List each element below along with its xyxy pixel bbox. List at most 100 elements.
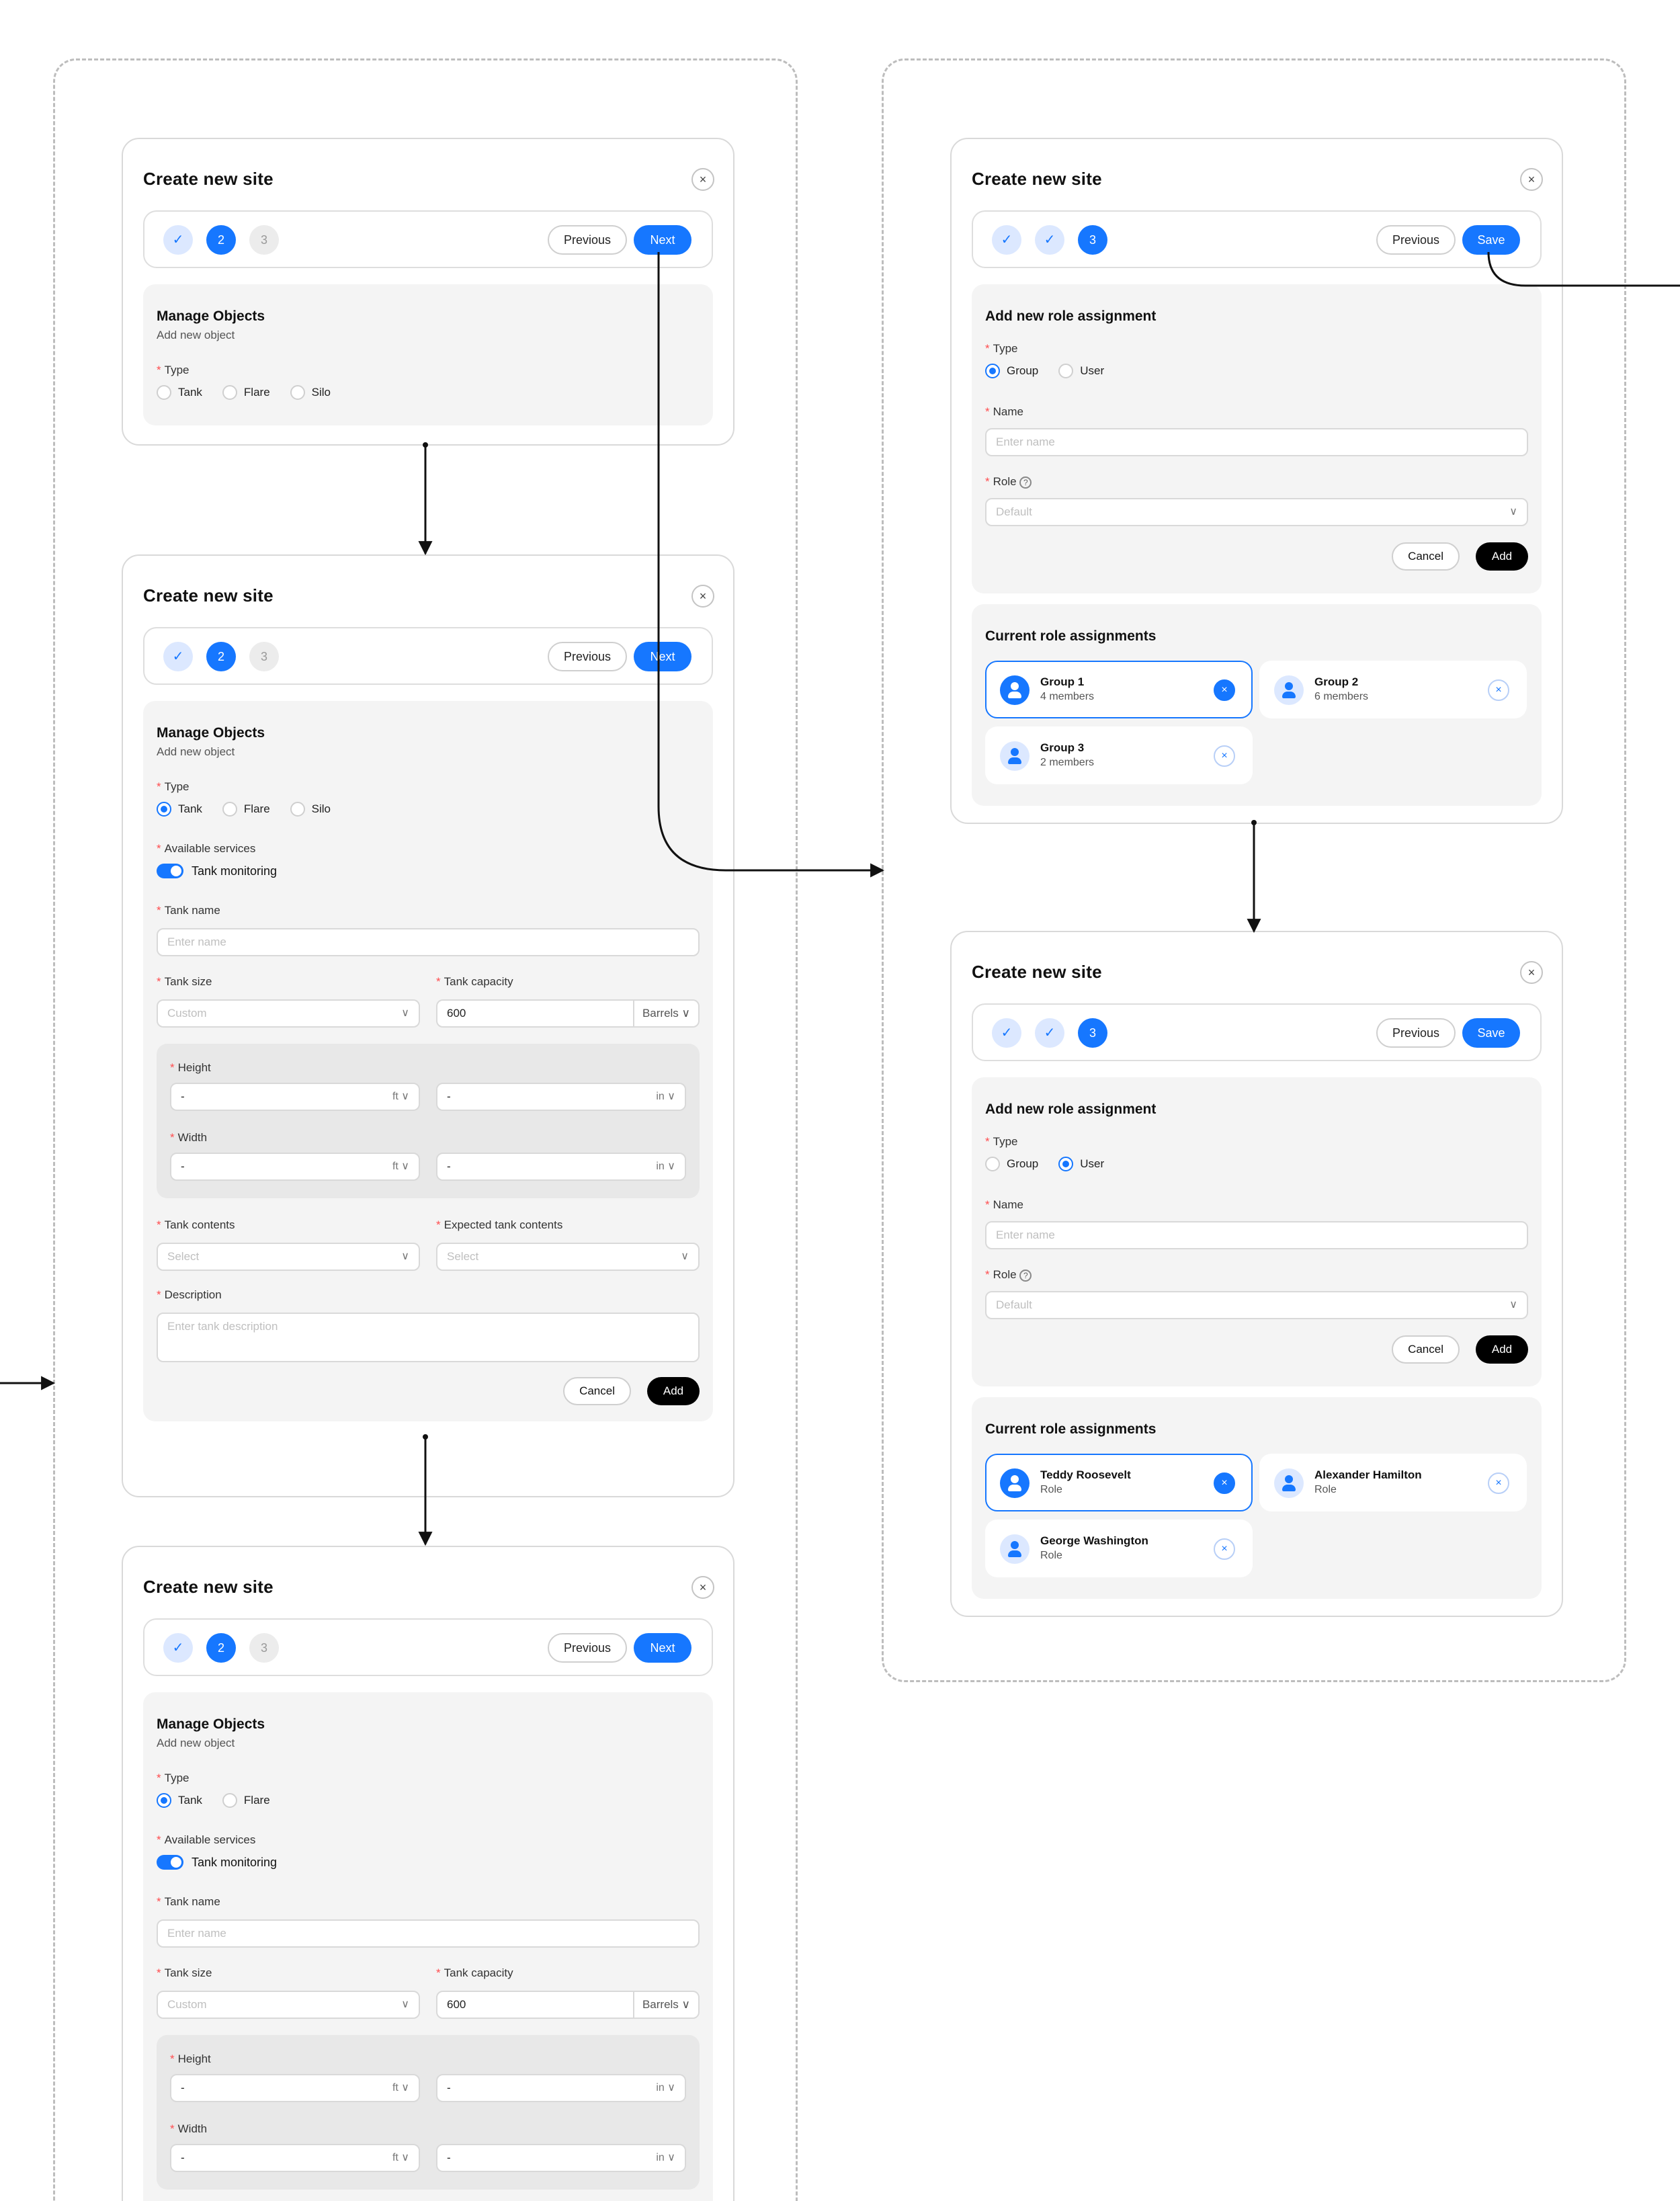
previous-button[interactable]: Previous bbox=[1376, 1018, 1456, 1048]
save-button[interactable]: Save bbox=[1462, 225, 1520, 255]
step-2-current[interactable]: 2 bbox=[206, 642, 236, 671]
tank-capacity-label: *Tank capacity bbox=[436, 975, 513, 988]
capacity-unit-select[interactable]: Barrels ∨ bbox=[632, 1992, 698, 2018]
step-3-current[interactable]: 3 bbox=[1078, 1018, 1107, 1048]
add-button[interactable]: Add bbox=[647, 1377, 700, 1405]
service-toggle-row: Tank monitoring bbox=[157, 1855, 277, 1870]
unit-in-select[interactable]: in ∨ bbox=[656, 1091, 675, 1102]
unit-ft-select[interactable]: ft ∨ bbox=[392, 2152, 409, 2163]
previous-button[interactable]: Previous bbox=[1376, 225, 1456, 255]
unit-in-select[interactable]: in ∨ bbox=[656, 1161, 675, 1172]
unit-ft-select[interactable]: ft ∨ bbox=[392, 1091, 409, 1102]
unit-in-select[interactable]: in ∨ bbox=[656, 2152, 675, 2163]
height-in-input[interactable]: -in ∨ bbox=[436, 1083, 686, 1111]
close-icon[interactable]: × bbox=[691, 1576, 714, 1599]
add-button[interactable]: Add bbox=[1476, 542, 1528, 571]
close-icon[interactable]: × bbox=[691, 168, 714, 191]
step-3-todo[interactable]: 3 bbox=[249, 225, 279, 255]
cancel-button[interactable]: Cancel bbox=[563, 1377, 631, 1405]
width-in-input[interactable]: -in ∨ bbox=[436, 2144, 686, 2172]
radio-flare[interactable]: Flare bbox=[222, 802, 270, 817]
width-ft-input[interactable]: -ft ∨ bbox=[170, 1153, 420, 1181]
cancel-button[interactable]: Cancel bbox=[1392, 1335, 1460, 1364]
height-in-input[interactable]: -in ∨ bbox=[436, 2074, 686, 2102]
previous-button[interactable]: Previous bbox=[547, 225, 627, 255]
radio-silo[interactable]: Silo bbox=[290, 802, 331, 817]
name-input[interactable]: Enter name bbox=[985, 428, 1528, 456]
remove-icon[interactable]: × bbox=[1214, 745, 1235, 767]
tank-size-select[interactable]: Custom∨ bbox=[157, 999, 420, 1028]
radio-flare[interactable]: Flare bbox=[222, 385, 270, 400]
height-ft-input[interactable]: -ft ∨ bbox=[170, 1083, 420, 1111]
step-3-todo[interactable]: 3 bbox=[249, 642, 279, 671]
assignment-card[interactable]: George Washington Role × bbox=[985, 1520, 1253, 1577]
radio-user[interactable]: User bbox=[1058, 364, 1104, 378]
radio-silo[interactable]: Silo bbox=[290, 385, 331, 400]
step-1-done-check-icon[interactable]: ✓ bbox=[163, 642, 193, 671]
radio-tank[interactable]: Tank bbox=[157, 802, 202, 817]
height-ft-input[interactable]: -ft ∨ bbox=[170, 2074, 420, 2102]
tank-monitoring-toggle[interactable] bbox=[157, 864, 183, 878]
card-name: Teddy Roosevelt bbox=[1040, 1468, 1131, 1481]
step-1-done-check-icon[interactable]: ✓ bbox=[992, 225, 1021, 255]
expected-contents-select[interactable]: Select∨ bbox=[436, 1243, 700, 1271]
radio-user[interactable]: User bbox=[1058, 1157, 1104, 1171]
radio-tank[interactable]: Tank bbox=[157, 1793, 202, 1808]
save-button[interactable]: Save bbox=[1462, 1018, 1520, 1048]
tank-contents-select[interactable]: Select∨ bbox=[157, 1243, 420, 1271]
close-icon[interactable]: × bbox=[691, 585, 714, 608]
cancel-button[interactable]: Cancel bbox=[1392, 542, 1460, 571]
step-2-done-check-icon[interactable]: ✓ bbox=[1035, 225, 1064, 255]
radio-circle-icon bbox=[290, 385, 305, 400]
capacity-unit-select[interactable]: Barrels ∨ bbox=[632, 1001, 698, 1026]
previous-button[interactable]: Previous bbox=[547, 1633, 627, 1663]
radio-group[interactable]: Group bbox=[985, 364, 1038, 378]
close-icon[interactable]: × bbox=[1520, 961, 1543, 984]
step-1-done-check-icon[interactable]: ✓ bbox=[163, 1633, 193, 1663]
radio-group[interactable]: Group bbox=[985, 1157, 1038, 1171]
tank-size-select[interactable]: Custom∨ bbox=[157, 1991, 420, 2019]
role-select[interactable]: Default∨ bbox=[985, 1291, 1528, 1319]
remove-icon[interactable]: × bbox=[1488, 1472, 1509, 1494]
assignment-card[interactable]: Group 1 4 members × bbox=[985, 661, 1253, 718]
step-2-done-check-icon[interactable]: ✓ bbox=[1035, 1018, 1064, 1048]
next-button[interactable]: Next bbox=[634, 1633, 691, 1663]
step-2-current[interactable]: 2 bbox=[206, 1633, 236, 1663]
type-label: *Type bbox=[157, 364, 190, 376]
step-1-done-check-icon[interactable]: ✓ bbox=[992, 1018, 1021, 1048]
step-3-todo[interactable]: 3 bbox=[249, 1633, 279, 1663]
name-input[interactable]: Enter name bbox=[985, 1221, 1528, 1249]
step-3-current[interactable]: 3 bbox=[1078, 225, 1107, 255]
expected-contents-label: *Expected tank contents bbox=[436, 1218, 563, 1231]
remove-icon[interactable]: × bbox=[1488, 679, 1509, 701]
stepper-bar: ✓ 2 3 Previous Next bbox=[143, 627, 713, 685]
add-button[interactable]: Add bbox=[1476, 1335, 1528, 1364]
description-textarea[interactable]: Enter tank description bbox=[157, 1313, 700, 1362]
tank-name-input[interactable]: Enter name bbox=[157, 928, 700, 956]
role-select[interactable]: Default∨ bbox=[985, 498, 1528, 526]
assignment-card[interactable]: Teddy Roosevelt Role × bbox=[985, 1454, 1253, 1511]
width-in-input[interactable]: -in ∨ bbox=[436, 1153, 686, 1181]
step-1-done-check-icon[interactable]: ✓ bbox=[163, 225, 193, 255]
step-2-current[interactable]: 2 bbox=[206, 225, 236, 255]
assignment-card[interactable]: Group 3 2 members × bbox=[985, 726, 1253, 784]
next-button[interactable]: Next bbox=[634, 225, 691, 255]
assignment-card[interactable]: Alexander Hamilton Role × bbox=[1259, 1454, 1527, 1511]
unit-ft-select[interactable]: ft ∨ bbox=[392, 2082, 409, 2093]
unit-in-select[interactable]: in ∨ bbox=[656, 2082, 675, 2093]
tank-name-input[interactable]: Enter name bbox=[157, 1919, 700, 1948]
radio-tank[interactable]: Tank bbox=[157, 385, 202, 400]
radio-flare[interactable]: Flare bbox=[222, 1793, 270, 1808]
width-ft-input[interactable]: -ft ∨ bbox=[170, 2144, 420, 2172]
previous-button[interactable]: Previous bbox=[547, 642, 627, 671]
remove-icon[interactable]: × bbox=[1214, 1538, 1235, 1560]
assignment-card[interactable]: Group 2 6 members × bbox=[1259, 661, 1527, 718]
unit-ft-select[interactable]: ft ∨ bbox=[392, 1161, 409, 1172]
close-icon[interactable]: × bbox=[1520, 168, 1543, 191]
next-button[interactable]: Next bbox=[634, 642, 691, 671]
remove-icon[interactable]: × bbox=[1214, 1472, 1235, 1494]
tank-monitoring-toggle[interactable] bbox=[157, 1855, 183, 1870]
remove-icon[interactable]: × bbox=[1214, 679, 1235, 701]
